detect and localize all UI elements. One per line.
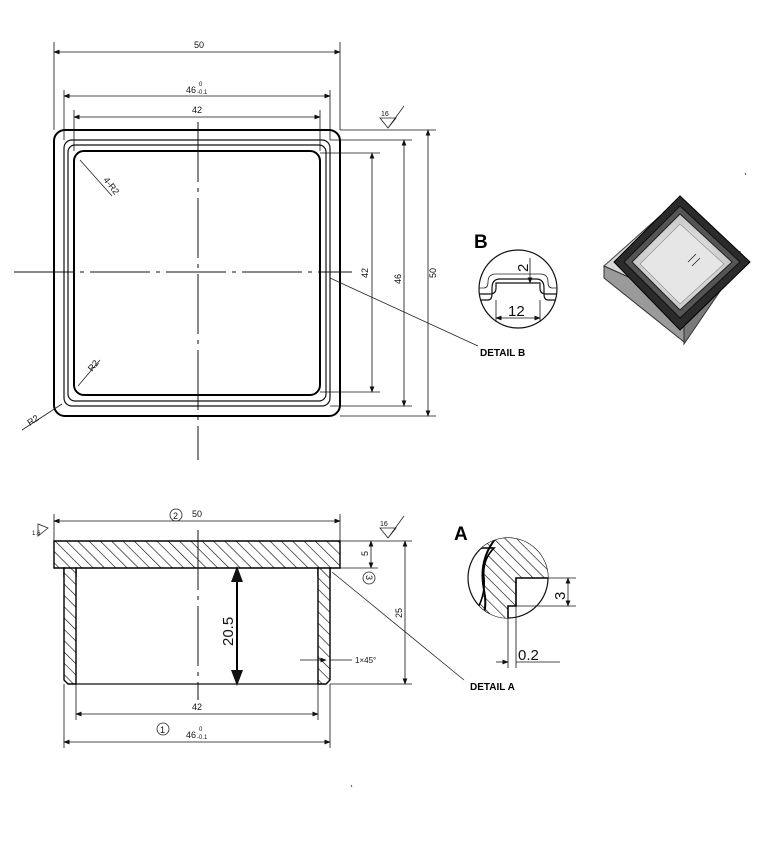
balloon-2 bbox=[169, 508, 183, 522]
section-dim-25: 25 bbox=[394, 608, 404, 618]
dim-outer-height-50: 50 bbox=[428, 268, 438, 278]
dim-flange-tol-up: 0 bbox=[199, 82, 203, 88]
dim-flange-tol-low: -0.1 bbox=[197, 90, 208, 96]
detail-b-dim-2: 2 bbox=[515, 264, 532, 272]
step-square bbox=[67, 144, 327, 402]
svg-text:2: 2 bbox=[173, 511, 178, 521]
svg-text:16: 16 bbox=[381, 111, 389, 118]
top-view: 50 46 -0.1 0 42 42 46 50 16 4-R2 bbox=[14, 40, 479, 460]
section-dim-46-tol-low: -0.1 bbox=[197, 735, 208, 741]
dim-inner-height-42: 42 bbox=[360, 268, 370, 278]
dim-width-50: 50 bbox=[194, 40, 204, 50]
svg-text:1: 1 bbox=[160, 725, 165, 735]
detail-b-circle bbox=[478, 249, 558, 329]
section-dim-42: 42 bbox=[192, 702, 202, 712]
detail-a-callout: DETAIL A bbox=[470, 682, 515, 693]
detail-b-callout: DETAIL B bbox=[480, 348, 525, 359]
balloon-1 bbox=[156, 722, 170, 736]
detail-b-dim-12: 12 bbox=[508, 303, 525, 320]
isometric-render bbox=[603, 195, 751, 346]
flange-square bbox=[63, 139, 331, 407]
dim-flange-height-46: 46 bbox=[393, 274, 403, 284]
inner-square bbox=[73, 150, 321, 396]
section-flange bbox=[53, 540, 341, 577]
radius-outer-r2: R2 bbox=[25, 413, 40, 428]
detail-b: B 2 12 DETAIL B bbox=[474, 232, 558, 359]
detail-a-dim-0-2: 0.2 bbox=[518, 647, 539, 664]
section-dim-46: 46 bbox=[186, 730, 196, 740]
section-dim-46-tol-up: 0 bbox=[199, 727, 203, 733]
detail-a-dim-3: 3 bbox=[552, 592, 569, 600]
radius-inner-r2: R2 bbox=[86, 358, 101, 373]
surface-finish-symbol-left: 1.6 bbox=[32, 523, 49, 537]
dim-flange-46: 46 bbox=[186, 85, 196, 95]
section-chamfer: 1×45° bbox=[355, 656, 376, 665]
section-dim-5: 5 bbox=[360, 551, 370, 556]
outer-square bbox=[53, 129, 341, 417]
dim-inner-42: 42 bbox=[192, 105, 202, 115]
section-right-wall bbox=[317, 567, 331, 685]
surface-finish-symbol-top: 16 bbox=[379, 105, 405, 129]
detail-a-label: A bbox=[454, 524, 468, 545]
svg-text:3: 3 bbox=[364, 575, 374, 580]
svg-text:1.6: 1.6 bbox=[32, 531, 41, 537]
radius-4-r2: 4-R2 bbox=[101, 175, 121, 197]
detail-a: A 3 0.2 DETAIL A bbox=[454, 524, 576, 693]
surface-finish-symbol-right: 16 bbox=[379, 515, 405, 539]
balloon-3 bbox=[362, 571, 376, 585]
section-left-wall bbox=[63, 567, 77, 685]
detail-b-label: B bbox=[474, 232, 488, 253]
section-dim-20-5: 20.5 bbox=[220, 617, 237, 646]
detail-a-leader bbox=[331, 571, 465, 681]
section-view: 50 2 1.6 16 5 25 3 20.5 1×45° bbox=[32, 508, 465, 748]
detail-b-leader bbox=[329, 277, 479, 347]
svg-text:16: 16 bbox=[380, 521, 388, 528]
section-dim-50: 50 bbox=[192, 509, 202, 519]
